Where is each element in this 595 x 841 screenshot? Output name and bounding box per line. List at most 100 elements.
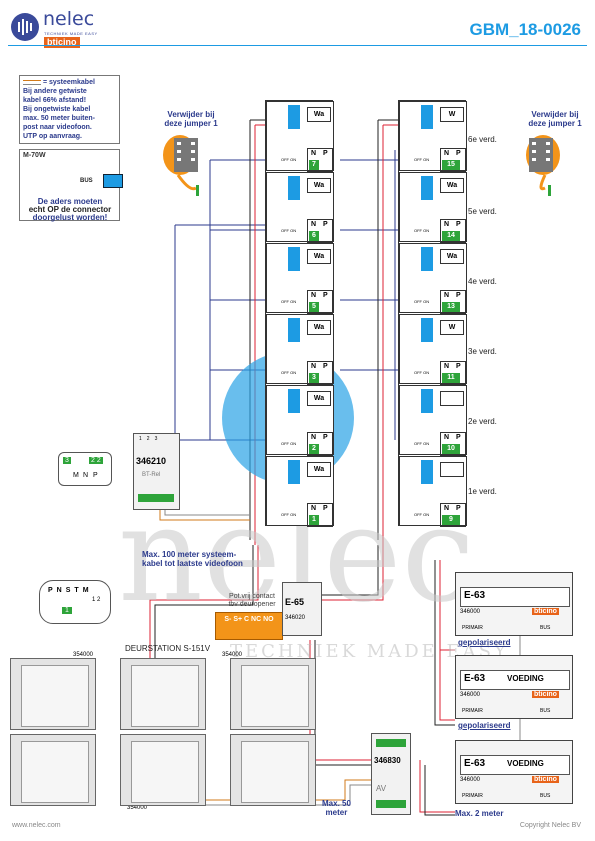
offon-switch: OFF ON xyxy=(281,228,297,233)
cable-legend: = systeemkabel Bij andere getwiste kabel… xyxy=(19,75,120,144)
doc-code: GBM_18-0026 xyxy=(469,20,581,39)
door-l1: 354000 xyxy=(73,652,94,658)
watermark-tagline: TECHNIEK MADE EASY xyxy=(230,641,509,662)
relay-code: 346210 xyxy=(136,456,167,466)
psu-header: E-63 xyxy=(460,587,570,607)
relay-module: 123 346210 BT-Rel xyxy=(133,433,180,510)
e65-code: E-65 xyxy=(285,597,305,607)
n-label: N xyxy=(311,434,317,441)
p-label: P xyxy=(323,434,328,441)
jumper-note-line: Verwijder bij xyxy=(531,110,579,119)
terminal-block-icon xyxy=(288,247,300,271)
terminal-block-icon xyxy=(421,460,433,484)
offon-switch: OFF ON xyxy=(414,512,430,517)
psu-sub: 346000 xyxy=(460,692,481,698)
psu-voeding: VOEDING xyxy=(507,674,544,683)
door-l2: 354000 xyxy=(222,652,243,658)
n-label: N xyxy=(444,150,450,157)
door-module-inner xyxy=(21,741,89,803)
offon-switch: OFF ON xyxy=(281,441,297,446)
brand-tagline: TECHNIEK MADE EASY xyxy=(44,31,98,36)
door-module xyxy=(230,734,316,806)
jumper-right-icon xyxy=(526,135,560,196)
p-label: P xyxy=(323,150,328,157)
address-number: 6 xyxy=(309,231,319,241)
relay-pin-row: 123 xyxy=(139,436,162,442)
terminal-block-icon xyxy=(288,460,300,484)
terminal-block-icon xyxy=(421,105,433,129)
p-label: P xyxy=(323,221,328,228)
jumper-note-line: deze jumper 1 xyxy=(164,119,218,128)
p-label: P xyxy=(456,505,461,512)
offon-switch: OFF ON xyxy=(414,299,430,304)
pn-num: 1 xyxy=(62,607,72,614)
floor-label: 2e verd. xyxy=(468,417,497,426)
p-label: P xyxy=(456,434,461,441)
doorstation-panel xyxy=(10,658,328,806)
terminal-block-icon xyxy=(288,176,300,200)
terminal-block-icon xyxy=(288,389,300,413)
psu-maker: bticino xyxy=(532,608,559,615)
unit-label: Wa xyxy=(440,249,464,264)
n-label: N xyxy=(444,363,450,370)
door-module-inner xyxy=(241,665,309,727)
address-number: 10 xyxy=(442,444,460,454)
address-number: 9 xyxy=(442,515,460,525)
unit-label: W xyxy=(440,107,464,122)
psu-maker: bticino xyxy=(532,776,559,783)
offon-switch: OFF ON xyxy=(281,299,297,304)
m70w-bus-label: BUS xyxy=(80,178,93,184)
p-label: P xyxy=(323,292,328,299)
floor-label: 3e verd. xyxy=(468,347,497,356)
max100-note: Max. 100 meter systeem- kabel tot laatst… xyxy=(142,550,243,568)
footer-copyright: Copyright Nelec BV xyxy=(519,822,581,829)
p-label: P xyxy=(456,363,461,370)
m70w-note-line: echt OP de connector xyxy=(28,205,112,214)
door-module xyxy=(10,658,96,730)
pot-line: Pot.vrij contact xyxy=(229,593,275,600)
legend-line: post naar videofoon. xyxy=(23,124,92,131)
footer-website[interactable]: www.nelec.com xyxy=(12,822,61,829)
n-label: N xyxy=(311,150,317,157)
unit-label: Wa xyxy=(307,391,331,406)
relay-zoom-left: 3 xyxy=(63,457,71,464)
door-module-inner xyxy=(131,665,199,727)
door-module-inner xyxy=(21,665,89,727)
max50-line: meter xyxy=(325,808,348,817)
max50-note: Max. 50 meter xyxy=(322,799,351,817)
max50-line: Max. 50 xyxy=(322,799,351,808)
door-module-inner xyxy=(241,741,309,803)
bus-connector-icon xyxy=(103,174,123,188)
address-number: 13 xyxy=(442,302,460,312)
polarized-label: gepolariseerd xyxy=(458,638,511,647)
unit-label: Wa xyxy=(440,178,464,193)
address-number: 14 xyxy=(442,231,460,241)
door-module xyxy=(120,734,206,806)
n-label: N xyxy=(311,505,317,512)
psu-code: E-63 xyxy=(464,758,486,769)
legend-title-row: = systeemkabel xyxy=(23,78,116,87)
relay-zoom: 3 2 2 M N P xyxy=(58,452,112,486)
relay-zoom-label: N xyxy=(83,472,89,479)
header-rule xyxy=(8,45,587,46)
offon-switch: OFF ON xyxy=(414,157,430,162)
av-code: 346830 xyxy=(374,756,401,765)
door-module xyxy=(10,734,96,806)
jumper-note-left: Verwijder bij deze jumper 1 xyxy=(146,110,236,128)
pot-terms: S- S+ C NC NO xyxy=(224,616,274,623)
max2-note: Max. 2 meter xyxy=(455,809,504,818)
